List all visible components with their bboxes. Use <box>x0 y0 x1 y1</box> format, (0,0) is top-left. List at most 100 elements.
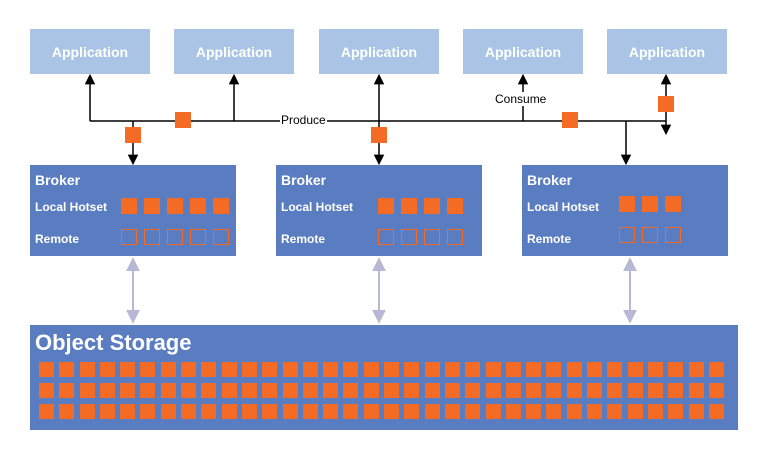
storage-block <box>587 362 603 377</box>
storage-block <box>79 362 95 377</box>
data-block <box>619 196 635 212</box>
storage-block <box>363 362 379 377</box>
broker-2: Broker Local Hotset Remote <box>276 165 482 256</box>
storage-block <box>221 362 237 377</box>
storage-block <box>323 383 339 398</box>
object-storage-title: Object Storage <box>35 330 192 355</box>
storage-block <box>221 404 237 419</box>
storage-block <box>627 362 643 377</box>
data-block <box>378 198 394 214</box>
storage-block <box>505 404 521 419</box>
storage-block <box>485 404 501 419</box>
application-box: Application <box>319 29 439 74</box>
storage-block <box>262 362 278 377</box>
remote-slot <box>619 227 635 243</box>
storage-block <box>708 362 724 377</box>
storage-block <box>404 383 420 398</box>
storage-block <box>59 383 75 398</box>
storage-block <box>79 383 95 398</box>
message-block <box>658 96 674 112</box>
broker-3: Broker Local Hotset Remote <box>522 165 728 256</box>
storage-block <box>181 362 197 377</box>
produce-label: Produce <box>280 113 327 127</box>
storage-block <box>79 404 95 419</box>
local-hotset-label: Local Hotset <box>527 200 600 214</box>
message-block <box>175 112 191 128</box>
storage-block <box>668 383 684 398</box>
storage-block <box>120 362 136 377</box>
storage-block <box>59 362 75 377</box>
storage-block <box>688 404 704 419</box>
storage-block <box>465 383 481 398</box>
application-box: Application <box>30 29 150 74</box>
storage-block <box>39 383 54 398</box>
storage-block <box>607 404 623 419</box>
storage-block <box>627 383 643 398</box>
application-box: Application <box>463 29 583 74</box>
storage-block <box>39 362 54 377</box>
consume-label: Consume <box>494 92 548 106</box>
storage-block <box>241 383 257 398</box>
storage-block <box>160 362 176 377</box>
data-block <box>144 198 160 214</box>
storage-block <box>465 362 481 377</box>
storage-block <box>546 383 562 398</box>
storage-block <box>160 383 176 398</box>
remote-blocks <box>378 229 463 245</box>
storage-block <box>566 362 582 377</box>
storage-block <box>160 404 176 419</box>
storage-block <box>282 404 298 419</box>
remote-slot <box>447 229 463 245</box>
data-block <box>665 196 681 212</box>
storage-block <box>708 404 724 419</box>
data-block <box>642 196 658 212</box>
storage-block <box>526 383 542 398</box>
storage-block <box>99 362 115 377</box>
storage-block <box>302 383 318 398</box>
storage-block <box>59 404 75 419</box>
storage-block <box>444 383 460 398</box>
remote-slot <box>121 229 137 245</box>
storage-block <box>282 383 298 398</box>
storage-block <box>323 362 339 377</box>
data-block <box>401 198 417 214</box>
remote-slot <box>378 229 394 245</box>
storage-block <box>668 404 684 419</box>
local-hotset-label: Local Hotset <box>281 200 354 214</box>
broker-title: Broker <box>281 172 327 188</box>
remote-slot <box>642 227 658 243</box>
storage-block <box>587 383 603 398</box>
object-storage: Object Storage <box>30 325 738 430</box>
data-block <box>213 198 229 214</box>
storage-block <box>181 383 197 398</box>
storage-block <box>526 362 542 377</box>
local-hotset-blocks <box>619 196 681 212</box>
storage-block <box>343 383 359 398</box>
message-block <box>371 127 387 143</box>
remote-slot <box>213 229 229 245</box>
storage-block <box>485 362 501 377</box>
storage-block <box>668 362 684 377</box>
storage-block <box>384 362 400 377</box>
storage-block <box>566 404 582 419</box>
storage-block <box>140 383 156 398</box>
remote-slot <box>190 229 206 245</box>
data-block <box>190 198 206 214</box>
broker-title: Broker <box>527 172 573 188</box>
remote-blocks <box>619 227 681 243</box>
storage-block <box>505 383 521 398</box>
local-hotset-blocks <box>378 198 463 214</box>
storage-block <box>120 383 136 398</box>
remote-slot <box>144 229 160 245</box>
remote-slot <box>424 229 440 245</box>
remote-slot <box>401 229 417 245</box>
remote-label: Remote <box>281 232 326 246</box>
storage-block <box>302 362 318 377</box>
storage-block <box>140 362 156 377</box>
application-box: Application <box>174 29 294 74</box>
storage-block <box>363 383 379 398</box>
message-block <box>562 112 578 128</box>
storage-block <box>688 362 704 377</box>
application-box: Application <box>607 29 727 74</box>
